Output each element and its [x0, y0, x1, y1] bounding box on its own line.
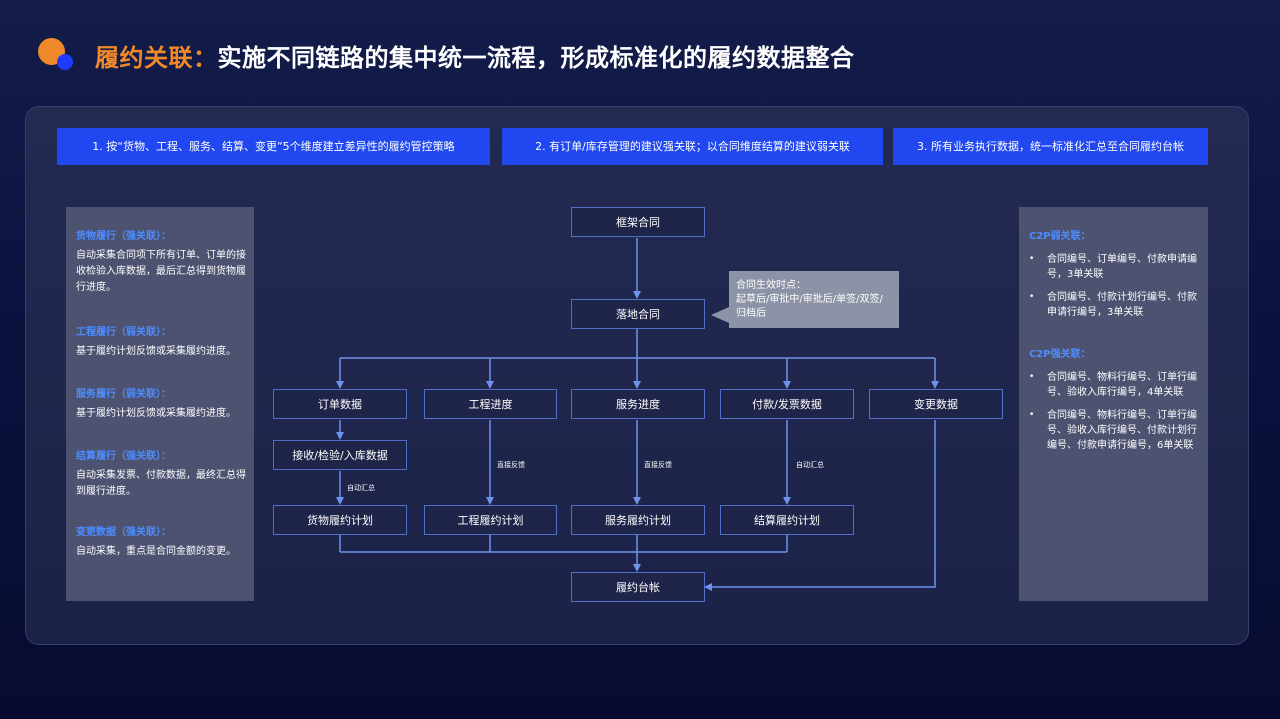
tooltip-title: 合同生效时点：	[736, 280, 806, 291]
node-project-plan: 工程履约计划	[424, 505, 557, 535]
left-panel: 货物履行（强关联）： 自动采集合同项下所有订单、订单的接收检验入库数据，最后汇总…	[66, 207, 254, 601]
node-service-plan: 服务履约计划	[571, 505, 705, 535]
banner-3: 3. 所有业务执行数据，统一标准化汇总至合同履约台帐	[893, 128, 1208, 165]
node-payment-invoice: 付款/发票数据	[720, 389, 854, 419]
service-heading: 服务履行（弱关联）：	[76, 389, 171, 400]
strong-item-2: 合同编号、物料行编号、订单行编号、验收入库行编号、付款计划行编号、付款申请行编号…	[1029, 408, 1201, 453]
strong-heading: C2P强关联：	[1029, 349, 1091, 360]
tooltip-arrow	[711, 307, 729, 323]
change-heading: 变更数据（强关联）：	[76, 527, 171, 538]
goods-heading: 货物履行（强关联）：	[76, 231, 171, 242]
edge-change-ledger	[704, 420, 936, 591]
page-title: 履约关联：实施不同链路的集中统一流程，形成标准化的履约数据整合	[95, 38, 855, 73]
settle-heading: 结算履行（强关联）：	[76, 451, 171, 462]
project-heading: 工程履行（弱关联）：	[76, 327, 171, 338]
contract-effective-tooltip: 合同生效时点： 起草后/审批中/审批后/单签/双签/归档后	[729, 271, 899, 328]
weak-item-2: 合同编号、付款计划行编号、付款申请行编号，3单关联	[1029, 290, 1201, 320]
node-service-progress: 服务进度	[571, 389, 705, 419]
goods-text: 自动采集合同项下所有订单、订单的接收检验入库数据，最后汇总得到货物履行进度。	[76, 250, 246, 293]
node-change-data: 变更数据	[869, 389, 1003, 419]
label-auto-summary-2: 自动汇总	[796, 461, 824, 469]
logo-icon	[38, 38, 78, 74]
project-text: 基于履约计划反馈或采集履约进度。	[76, 346, 236, 357]
weak-heading: C2P弱关联：	[1029, 231, 1091, 242]
banner-2: 2. 有订单/库存管理的建议强关联；以合同维度结算的建议弱关联	[502, 128, 883, 165]
label-direct-feedback-2: 直接反馈	[644, 461, 672, 469]
node-order-data: 订单数据	[273, 389, 407, 419]
node-receive-inspect: 接收/检验/入库数据	[273, 440, 407, 470]
node-settle-plan: 结算履约计划	[720, 505, 854, 535]
tooltip-body: 起草后/审批中/审批后/单签/双签/归档后	[736, 294, 883, 319]
service-text: 基于履约计划反馈或采集履约进度。	[76, 408, 236, 419]
node-framework-contract: 框架合同	[571, 207, 705, 237]
title-highlight: 履约关联：	[95, 44, 218, 72]
node-goods-plan: 货物履约计划	[273, 505, 407, 535]
change-text: 自动采集，重点是合同金额的变更。	[76, 546, 236, 557]
node-project-progress: 工程进度	[424, 389, 557, 419]
weak-item-1: 合同编号、订单编号、付款申请编号，3单关联	[1029, 252, 1201, 282]
node-landing-contract: 落地合同	[571, 299, 705, 329]
settle-text: 自动采集发票、付款数据，最终汇总得到履行进度。	[76, 470, 246, 497]
title-main: 实施不同链路的集中统一流程，形成标准化的履约数据整合	[217, 44, 855, 72]
right-panel: C2P弱关联： 合同编号、订单编号、付款申请编号，3单关联 合同编号、付款计划行…	[1019, 207, 1208, 601]
node-ledger: 履约台帐	[571, 572, 705, 602]
banner-1: 1. 按“货物、工程、服务、结算、变更”5个维度建立差异性的履约管控策略	[57, 128, 490, 165]
label-direct-feedback-1: 直接反馈	[497, 461, 525, 469]
strong-item-1: 合同编号、物料行编号、订单行编号、验收入库行编号，4单关联	[1029, 370, 1201, 400]
label-auto-summary-1: 自动汇总	[347, 484, 375, 492]
